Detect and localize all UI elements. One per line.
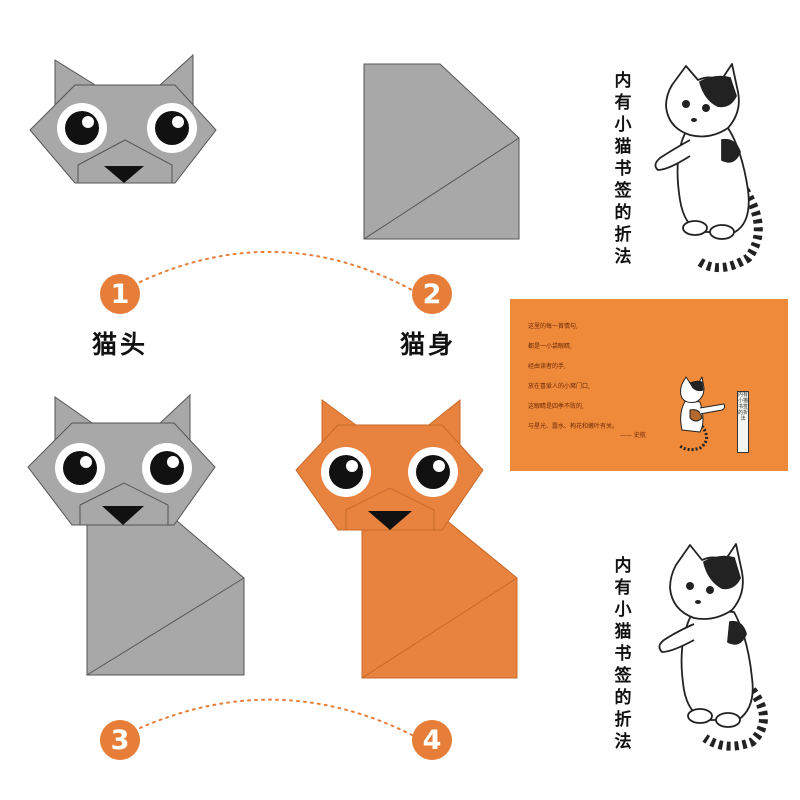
connector-3-4 xyxy=(139,698,413,736)
step-4-badge: 4 xyxy=(412,720,452,760)
gray-cat-assembled xyxy=(27,393,245,676)
card-bookmark-tag: 内有小猫书签的折法 xyxy=(737,391,749,453)
step-1-badge: 1 xyxy=(100,274,140,314)
orange-cat-finished xyxy=(295,398,518,679)
step-3-badge: 3 xyxy=(100,720,140,760)
card-line: 这里的每一首情句, xyxy=(528,323,578,330)
gray-cat-body xyxy=(363,63,520,240)
card-cat-illustration xyxy=(679,376,726,452)
card-line: 放在喜爱人的小窝门口, xyxy=(528,383,590,390)
gray-cat-head xyxy=(29,53,217,184)
connector-1-2 xyxy=(139,250,413,291)
bookmark-card: 这里的每一首情句, 都是一小袋眼睛, 经由读者的手, 放在喜爱人的小窝门口, 这… xyxy=(510,299,788,471)
card-line: 这眼睛是四季不败的, xyxy=(528,403,584,410)
card-line: 经由读者的手, xyxy=(528,363,566,370)
step-1-label: 猫头 xyxy=(92,330,149,359)
card-line: 都是一小袋眼睛, xyxy=(528,343,572,350)
bookmark-title-top: 内有小猫书签的折法 xyxy=(614,71,632,267)
step-2-label: 猫身 xyxy=(400,330,457,359)
card-signature: —— 史航 xyxy=(620,432,646,439)
card-line: 与星光、露水、枸花和嫩叶有关。 xyxy=(528,423,619,430)
card-poem: 这里的每一首情句, 都是一小袋眼睛, 经由读者的手, 放在喜爱人的小窝门口, 这… xyxy=(528,317,698,437)
bookmark-title-bottom: 内有小猫书签的折法 xyxy=(614,556,632,752)
step-2-badge: 2 xyxy=(412,274,452,314)
